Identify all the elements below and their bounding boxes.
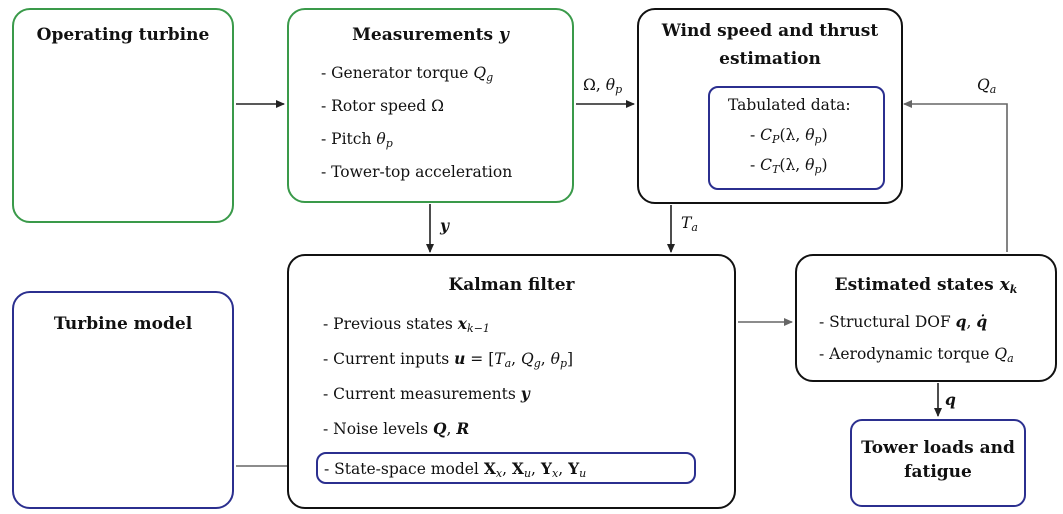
arrow-label-y: y <box>440 216 450 235</box>
kalman-item-state-space-model: - State-space model Xx, Xu, Yx, Yu <box>324 459 587 480</box>
tabulated-data-ct: - CT(λ, θp) <box>750 156 828 176</box>
operating-turbine-title: Operating turbine <box>36 25 210 45</box>
arrow-label-qa: Qa <box>977 76 997 96</box>
operating-turbine-box: Operating turbine <box>12 8 234 223</box>
measurement-item-generator-torque: - Generator torque Qg <box>321 64 494 84</box>
kalman-item-previous-states: - Previous states xk−1 <box>323 314 490 335</box>
arrow-label-omega-theta: Ω, θp <box>583 76 623 96</box>
estimated-item-aerodynamic-torque: - Aerodynamic torque Qa <box>819 345 1014 365</box>
estimated-item-structural-dof: - Structural DOF q, q̇ <box>819 312 988 331</box>
kalman-item-noise-levels: - Noise levels Q, R <box>323 419 470 438</box>
tower-loads-box: Tower loads and fatigue <box>850 419 1026 507</box>
measurements-box: Measurements y - Generator torque Qg - R… <box>287 8 574 203</box>
arrow-feedback-qa <box>903 100 1008 252</box>
turbine-model-title: Turbine model <box>53 314 193 334</box>
kalman-item-current-measurements: - Current measurements y <box>323 384 530 403</box>
turbine-model-box: Turbine model <box>12 291 234 509</box>
measurement-item-rotor-speed: - Rotor speed Ω <box>321 97 444 115</box>
measurements-title-text: Measurements <box>352 25 494 45</box>
estimated-states-box: Estimated states xk - Structural DOF q, … <box>795 254 1057 382</box>
wind-estimation-title-line2: estimation <box>719 49 821 69</box>
wind-estimation-title-line1: Wind speed and thrust <box>661 21 879 41</box>
measurement-item-tower-top-acceleration: - Tower-top acceleration <box>321 163 513 181</box>
wind-estimation-box: Wind speed and thrust estimation Tabulat… <box>637 8 903 204</box>
kalman-filter-title: Kalman filter <box>448 275 575 295</box>
kalman-item-current-inputs: - Current inputs u = [Ta, Qg, θp] <box>323 349 574 370</box>
measurement-item-pitch: - Pitch θp <box>321 130 393 150</box>
tabulated-data-title: Tabulated data: <box>728 96 851 114</box>
estimated-states-title: Estimated states xk <box>834 275 1018 296</box>
arrow-label-ta: Ta <box>681 214 698 234</box>
kalman-filter-box: Kalman filter - Previous states xk−1 - C… <box>287 254 736 509</box>
measurements-title: Measurements y <box>289 24 572 46</box>
state-space-model-box: - State-space model Xx, Xu, Yx, Yu <box>316 452 696 484</box>
measurements-title-symbol: y <box>498 25 509 45</box>
tower-loads-title-line2: fatigue <box>904 462 972 482</box>
tabulated-data-box: Tabulated data: - CP(λ, θp) - CT(λ, θp) <box>708 86 885 190</box>
arrow-label-q: q <box>945 390 956 409</box>
tower-loads-title-line1: Tower loads and <box>861 438 1015 458</box>
tabulated-data-cp: - CP(λ, θp) <box>750 126 828 146</box>
